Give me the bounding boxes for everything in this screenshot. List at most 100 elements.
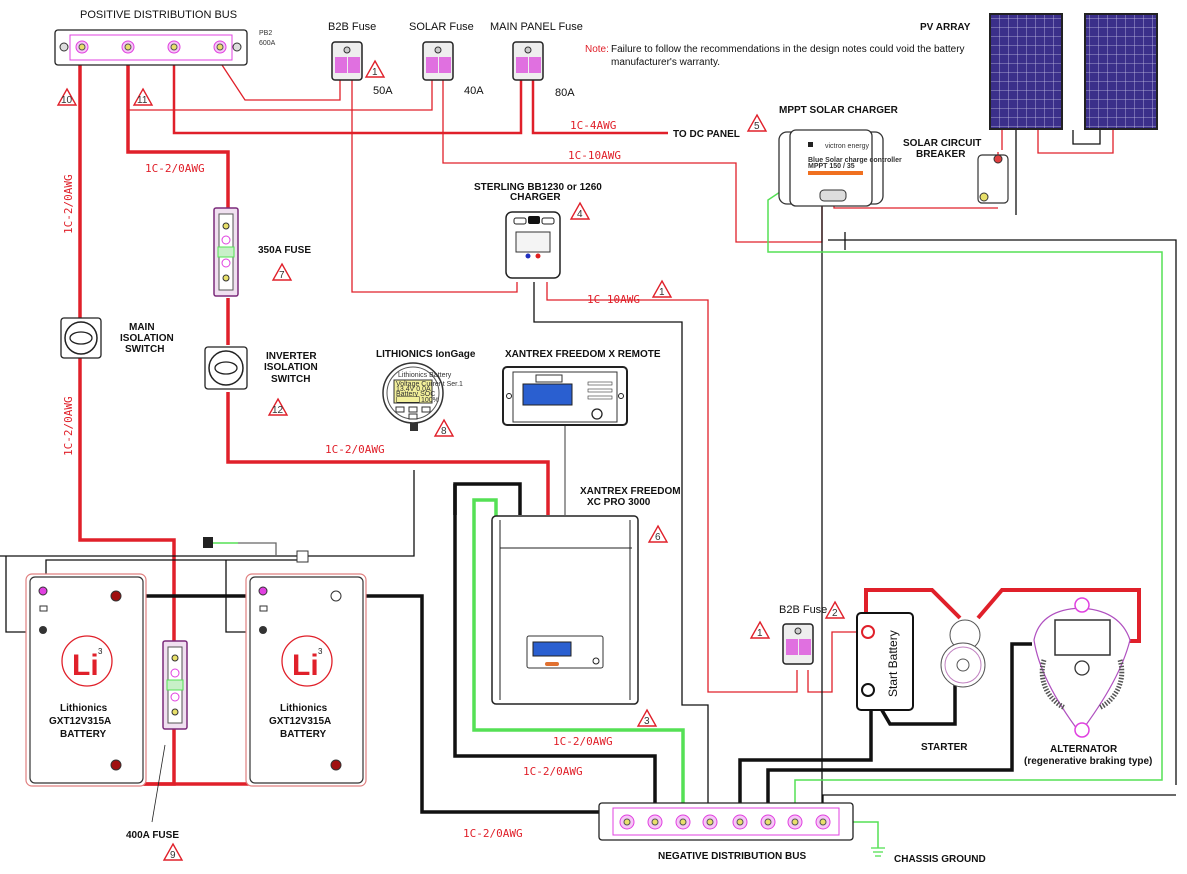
warning-triangle-6: 6	[648, 525, 668, 543]
negative-bus-terminal-stud	[791, 818, 799, 826]
fuse-400a: 400A FUSE	[126, 640, 188, 841]
battery-1-logo-sup: 3	[98, 647, 103, 656]
start-battery-label: Start Battery	[886, 630, 900, 697]
warning-triangle-7: 7	[272, 263, 292, 281]
xantrex-remote: XANTREX FREEDOM X REMOTE	[502, 349, 661, 426]
svg-text:2: 2	[832, 608, 838, 619]
iongage-screen-row3: Battery SOC	[396, 391, 435, 398]
negative-bus-terminals	[619, 814, 831, 830]
wire-main-panel-feed	[172, 60, 523, 135]
warning-triangle-1-top: 1	[365, 60, 385, 78]
wire-label-pos-left-bottom: 1C-2/0AWG	[62, 396, 75, 456]
solar-circuit-breaker: SOLAR CIRCUIT BREAKER	[903, 138, 1009, 204]
wire-label-inverter-pos: 1C-2/0AWG	[325, 443, 385, 456]
wire-inverter-negative	[453, 484, 657, 812]
fuse-solar-rating: 40A	[464, 85, 484, 97]
starter-label: STARTER	[921, 742, 968, 753]
negative-bus-terminal-stud	[706, 818, 714, 826]
battery-2: Li 3 Lithionics GXT12V315A BATTERY	[245, 573, 367, 787]
fuse-main-panel: MAIN PANEL Fuse 80A	[490, 21, 583, 99]
bus-part-number: PB2	[259, 30, 272, 37]
positive-distribution-bus: POSITIVE DISTRIBUTION BUS PB2 600A	[54, 9, 276, 66]
iongage-screen-title: Lithionics Battery	[398, 372, 452, 379]
wire-label-solar: 1C-10AWG	[568, 149, 621, 162]
svg-text:1: 1	[659, 287, 665, 298]
svg-text:1: 1	[372, 67, 378, 78]
battery-1-brand: Lithionics	[60, 703, 108, 714]
negative-bus-terminal-stud	[764, 818, 772, 826]
xantrex-remote-label: XANTREX FREEDOM X REMOTE	[505, 349, 661, 360]
wire-iongage-signal	[0, 470, 415, 557]
warning-triangle-10: 10	[57, 88, 77, 106]
iongage-label: LITHIONICS IonGage	[376, 349, 476, 360]
inverter-label-line1: XANTREX FREEDOM	[580, 486, 681, 497]
warning-triangle-8: 8	[434, 419, 454, 437]
wire-start-negative	[738, 700, 873, 812]
warning-triangle-5: 5	[747, 114, 767, 132]
note-line1: Failure to follow the recommendations in…	[611, 44, 965, 55]
negative-bus-terminal-stud	[736, 818, 744, 826]
bus-terminals	[75, 40, 227, 54]
wire-sense-grey	[238, 542, 277, 556]
wire-solar-feed	[128, 80, 433, 111]
negative-bus-terminal-stud	[651, 818, 659, 826]
chassis-ground: CHASSIS GROUND	[871, 847, 986, 865]
warning-triangle-11: 11	[133, 88, 153, 106]
fuse-solar-label: SOLAR Fuse	[409, 21, 474, 33]
warning-triangle-9: 9	[163, 843, 183, 861]
mppt-model-line1: Blue Solar charge controller	[808, 157, 902, 164]
fuse-b2b-top: B2B Fuse 50A	[328, 21, 393, 97]
battery-2-logo-sup: 3	[318, 647, 323, 656]
svg-text:5: 5	[754, 121, 760, 132]
fuse-350a: 350A FUSE	[213, 207, 311, 297]
mppt-model-line2: MPPT 150 / 35	[808, 163, 855, 170]
wire-inverter-ground	[472, 498, 685, 812]
start-battery: Start Battery	[856, 612, 914, 711]
battery-1-type: BATTERY	[60, 729, 106, 740]
fuse-b2b-rating: 50A	[373, 85, 393, 97]
mppt-solar-charger: MPPT SOLAR CHARGER victron energy Blue S…	[778, 105, 902, 207]
mppt-label: MPPT SOLAR CHARGER	[779, 105, 899, 116]
svg-text:11: 11	[137, 95, 148, 106]
wire-dc-panel	[531, 80, 668, 135]
battery-2-model: GXT12V315A	[269, 716, 331, 727]
warning-triangle-1-sterling: 1	[652, 280, 672, 298]
wire-battery2-sense	[225, 560, 248, 633]
inverter-isolation-switch: INVERTER ISOLATION SWITCH	[204, 346, 318, 390]
xantrex-inverter: XANTREX FREEDOM XC PRO 3000	[491, 486, 681, 705]
chassis-ground-label: CHASSIS GROUND	[894, 854, 986, 865]
pv-array-label: PV ARRAY	[920, 22, 971, 33]
main-isolation-line3: SWITCH	[125, 344, 164, 355]
wire-label-dc-panel: 1C-4AWG	[570, 119, 616, 132]
svg-text:3: 3	[644, 716, 650, 727]
iongage-soc: 100%	[421, 397, 439, 404]
wire-chassis-ground	[848, 821, 879, 848]
warranty-note: Note: Failure to follow the recommendati…	[585, 44, 965, 68]
battery-1-model: GXT12V315A	[49, 716, 111, 727]
warning-triangle-3: 3	[637, 709, 657, 727]
wire-inverter-positive	[226, 392, 550, 515]
wire-b2b-to-sterling	[351, 80, 518, 293]
wire-pv-interconnect	[844, 130, 1101, 250]
wire-sterling-negative	[533, 282, 709, 812]
inverter-isolation-line1: INVERTER	[266, 351, 317, 362]
warning-triangle-12: 12	[268, 398, 288, 416]
dc-panel-label: TO DC PANEL	[673, 129, 740, 140]
battery-2-brand: Lithionics	[280, 703, 328, 714]
breaker-label-line1: SOLAR CIRCUIT	[903, 138, 981, 149]
negative-bus-terminal-stud	[819, 818, 827, 826]
negative-distribution-bus: NEGATIVE DISTRIBUTION BUS	[598, 802, 854, 862]
wire-start-alternator	[864, 588, 1141, 643]
sterling-label-line1: STERLING BB1230 or 1260	[474, 182, 602, 193]
svg-text:12: 12	[272, 405, 284, 416]
svg-text:10: 10	[61, 95, 73, 106]
alternator: ALTERNATOR (regenerative braking type)	[1024, 597, 1152, 767]
wire-b2b-to-start-battery	[807, 631, 858, 693]
wire-starter-ground	[874, 680, 957, 726]
negative-bus-terminal-stud	[679, 818, 687, 826]
svg-text:4: 4	[577, 209, 583, 220]
wire-sterling-to-start	[546, 282, 798, 693]
iongage-screen-row1: Voltage Current Ser.1	[396, 381, 463, 388]
wire-pv-series	[1037, 130, 1114, 154]
negative-bus-label: NEGATIVE DISTRIBUTION BUS	[658, 851, 806, 862]
